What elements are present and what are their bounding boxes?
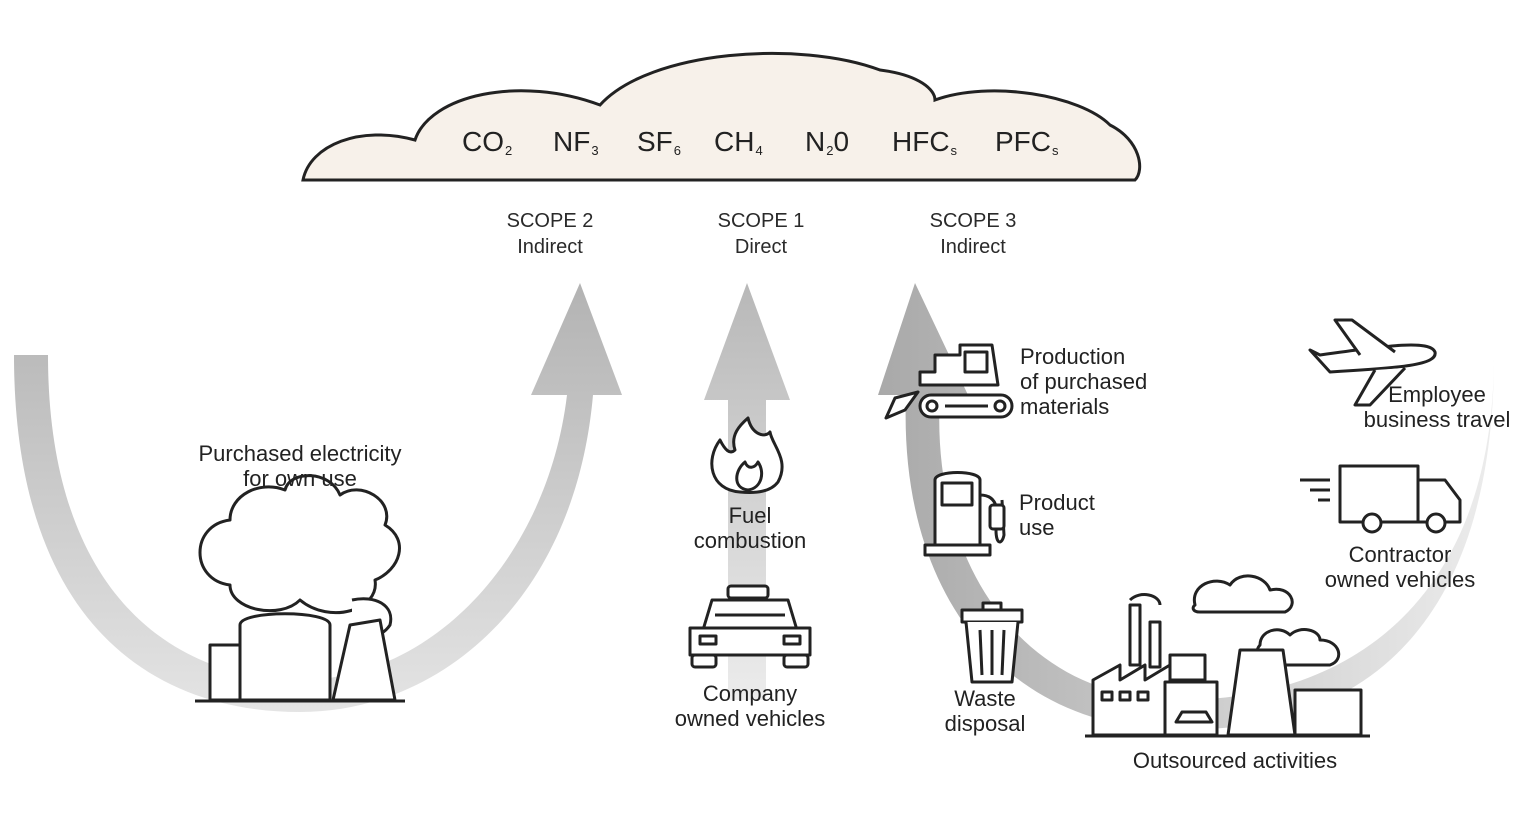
product-use-label: Product use — [1019, 490, 1095, 540]
company-vehicles-label: Company owned vehicles — [674, 681, 826, 731]
power-plant-icon — [195, 474, 405, 703]
gas-hfcs: HFCs — [892, 126, 958, 158]
truck-icon — [1300, 464, 1462, 534]
production-label: Production of purchased materials — [1020, 344, 1148, 419]
fuel-combustion-label: Fuel combustion — [693, 503, 807, 553]
scope1-type: Direct — [734, 236, 788, 258]
gas-co2: CO2 — [462, 126, 513, 158]
scope2-label: SCOPE 2 Indirect — [470, 208, 630, 260]
airplane-icon — [1308, 318, 1437, 407]
cloud-icon — [301, 51, 1142, 182]
contractor-vehicles-label: Contractor owned vehicles — [1324, 542, 1476, 592]
outsourced-activities-label: Outsourced activities — [1132, 748, 1338, 773]
purchased-electricity-label: Purchased electricity for own use — [198, 441, 402, 491]
scope1-title: SCOPE 1 — [717, 210, 805, 232]
bulldozer-icon — [884, 343, 1014, 420]
gas-pfcs: PFCs — [995, 126, 1059, 158]
gas-ch4: CH4 — [714, 126, 763, 158]
scope2-type: Indirect — [517, 236, 583, 258]
flame-icon — [710, 416, 784, 494]
employee-travel-label: Employee business travel — [1363, 382, 1511, 432]
factory-icon — [1085, 574, 1370, 738]
scope3-title: SCOPE 3 — [929, 210, 1017, 232]
gas-n2o: N20 — [805, 126, 850, 158]
scope3-type: Indirect — [940, 236, 1006, 258]
scope3-label: SCOPE 3 Indirect — [893, 208, 1053, 260]
scope2-title: SCOPE 2 — [506, 210, 594, 232]
scope2-arrow — [14, 283, 622, 712]
gas-sf6: SF6 — [637, 126, 682, 158]
gas-nf3: NF3 — [553, 126, 599, 158]
waste-disposal-label: Waste disposal — [944, 686, 1026, 736]
fuel-pump-icon — [923, 471, 1006, 557]
trash-can-icon — [960, 601, 1024, 684]
scope1-label: SCOPE 1 Direct — [681, 208, 841, 260]
car-icon — [688, 584, 812, 669]
